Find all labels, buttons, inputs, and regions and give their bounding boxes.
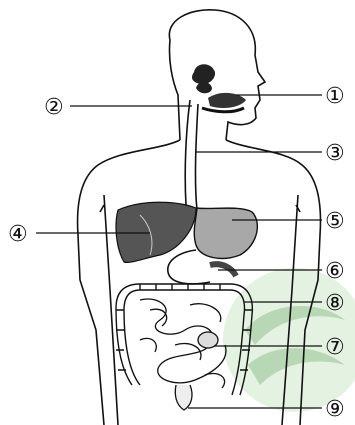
label-6: ⑥: [325, 259, 345, 284]
stomach: [194, 208, 257, 258]
esophagus: [185, 100, 198, 210]
mouth-region: [192, 64, 246, 112]
label-9: ⑨: [325, 397, 345, 422]
label-5: ⑤: [325, 209, 345, 234]
label-1: ①: [325, 84, 345, 109]
rectum: [175, 385, 192, 410]
small-intestine: [140, 299, 226, 388]
label-4: ④: [8, 222, 28, 247]
label-7: ⑦: [325, 335, 345, 360]
label-3: ③: [325, 141, 345, 166]
label-2: ②: [44, 95, 64, 120]
label-8: ⑧: [325, 291, 345, 316]
